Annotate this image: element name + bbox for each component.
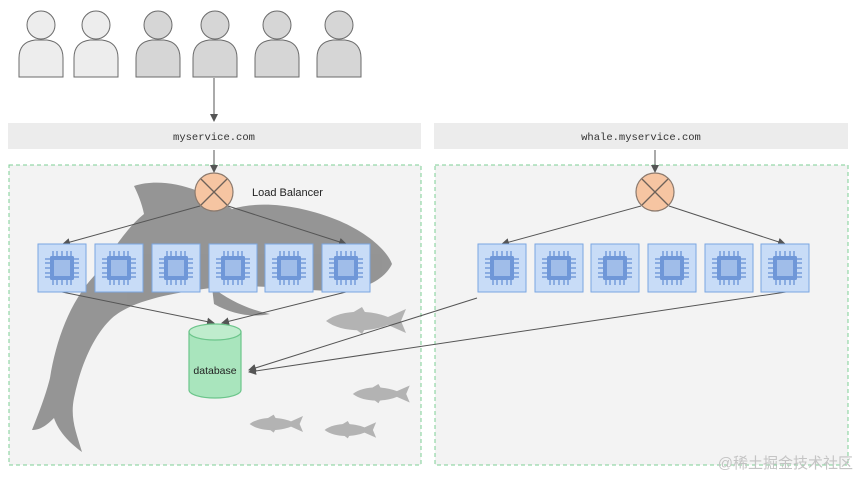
user-icon bbox=[254, 10, 300, 78]
server-to-database-arrow bbox=[248, 291, 787, 375]
left-server bbox=[94, 243, 144, 293]
user-icon bbox=[18, 10, 64, 78]
left-server bbox=[208, 243, 258, 293]
left-server-row bbox=[37, 243, 371, 293]
left-load-balancer bbox=[194, 172, 234, 212]
right-service-panel bbox=[434, 164, 849, 466]
database-cylinder: database bbox=[188, 323, 242, 399]
right-server bbox=[647, 243, 697, 293]
right-server bbox=[590, 243, 640, 293]
server-to-database-arrow bbox=[221, 291, 347, 326]
user-icon bbox=[192, 10, 238, 78]
user-icon bbox=[73, 10, 119, 78]
left-domain-label: myservice.com bbox=[173, 132, 255, 144]
right-load-balancer bbox=[635, 172, 675, 212]
lb-to-server-arrow bbox=[668, 205, 786, 246]
right-server-row bbox=[477, 243, 810, 293]
load-balancer-label: Load Balancer bbox=[252, 187, 323, 199]
lb-to-server-arrow bbox=[501, 205, 642, 247]
left-server bbox=[264, 243, 314, 293]
users-group bbox=[18, 10, 362, 78]
right-server bbox=[534, 243, 584, 293]
connections bbox=[61, 78, 787, 375]
left-server bbox=[151, 243, 201, 293]
database-label: database bbox=[193, 365, 236, 377]
server-to-database-arrow bbox=[248, 297, 478, 372]
user-icon bbox=[135, 10, 181, 78]
server-to-database-arrow bbox=[61, 291, 215, 326]
right-server bbox=[704, 243, 754, 293]
left-server bbox=[37, 243, 87, 293]
right-server bbox=[477, 243, 527, 293]
left-domain-bar: myservice.com bbox=[8, 123, 421, 149]
left-server bbox=[321, 243, 371, 293]
lb-to-server-arrow bbox=[62, 205, 201, 246]
right-domain-label: whale.myservice.com bbox=[581, 132, 701, 144]
lb-to-server-arrow bbox=[227, 205, 347, 246]
watermark-text: @稀土掘金技术社区 bbox=[718, 455, 853, 472]
right-server bbox=[760, 243, 810, 293]
right-domain-bar: whale.myservice.com bbox=[434, 123, 848, 149]
user-icon bbox=[316, 10, 362, 78]
